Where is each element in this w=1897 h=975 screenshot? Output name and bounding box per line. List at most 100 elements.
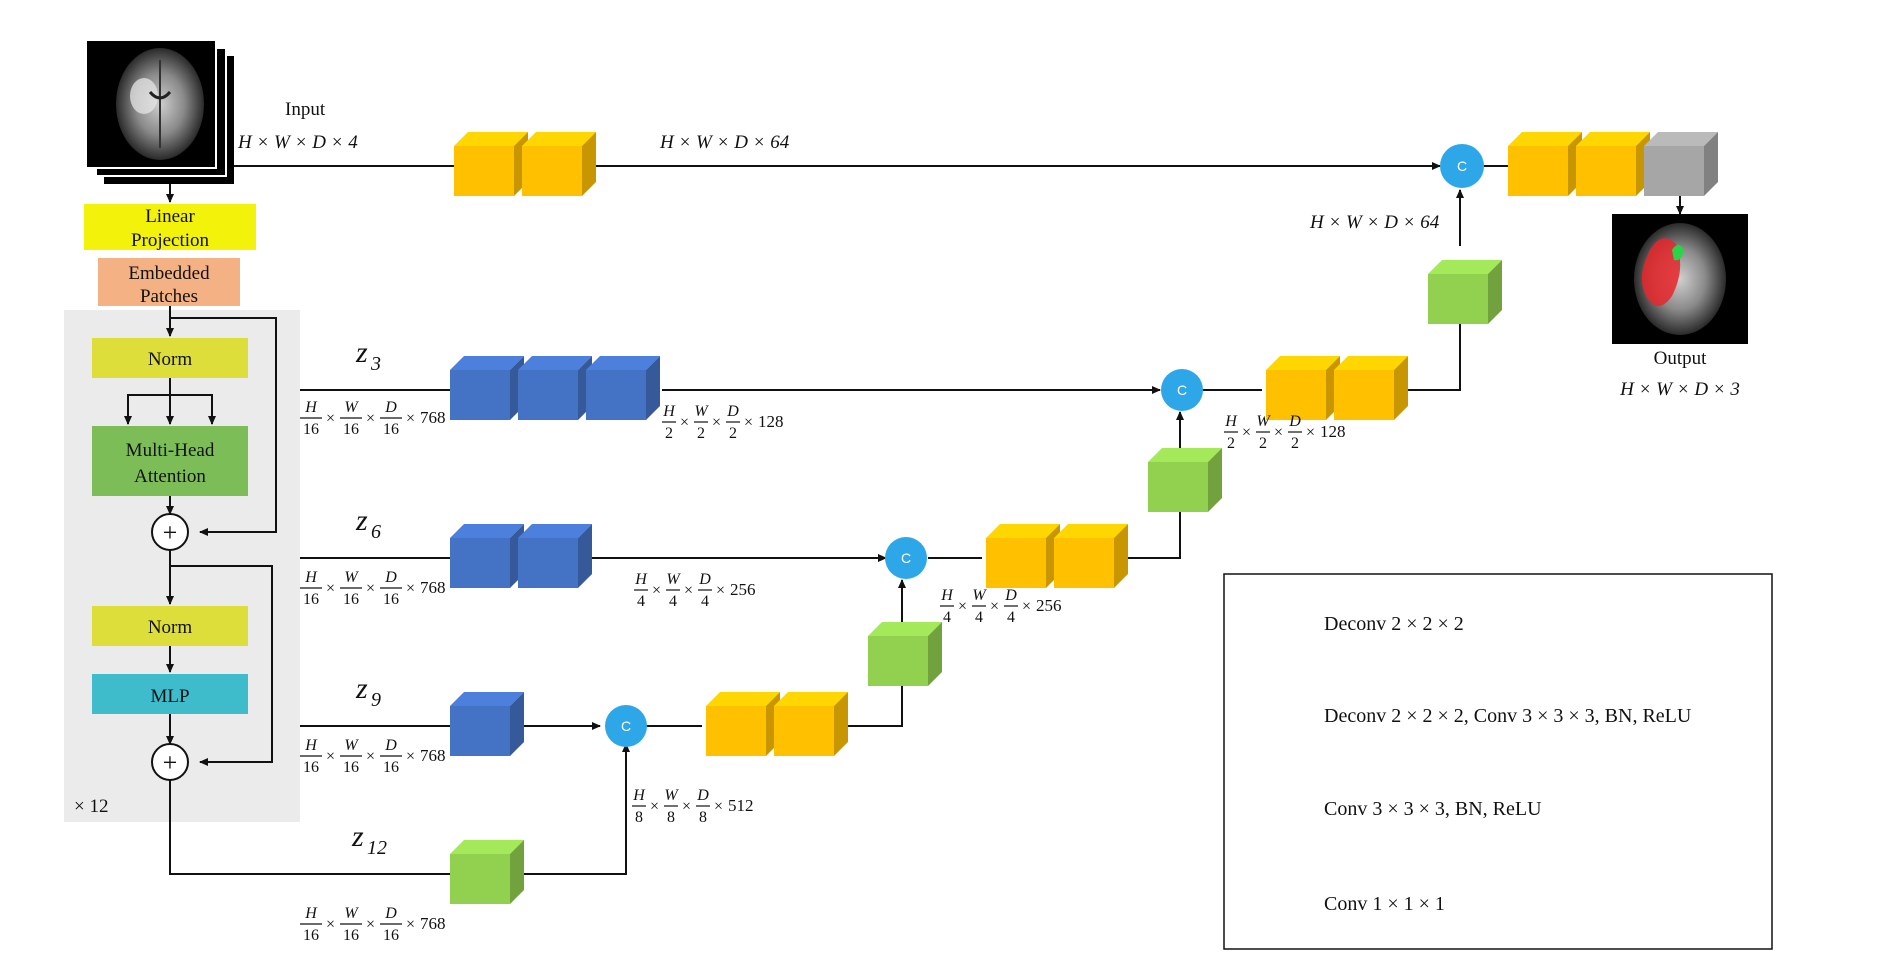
svg-text:×: ×: [366, 748, 375, 765]
yellow-conv-block: [1054, 524, 1128, 588]
svg-text:4: 4: [943, 609, 951, 626]
svg-text:z: z: [351, 820, 364, 853]
svg-text:W: W: [1256, 413, 1271, 430]
svg-text:H: H: [304, 737, 318, 754]
svg-text:C: C: [1177, 382, 1187, 398]
svg-text:W: W: [344, 399, 359, 416]
svg-text:9: 9: [371, 689, 381, 711]
svg-text:×: ×: [366, 580, 375, 597]
blue-deconv-conv-block: [450, 524, 524, 588]
svg-text:D: D: [384, 737, 397, 754]
yellow-conv-block: [522, 132, 596, 196]
svg-text:768: 768: [420, 578, 446, 597]
svg-text:×: ×: [366, 410, 375, 427]
svg-text:×: ×: [326, 916, 335, 933]
svg-text:×: ×: [406, 916, 415, 933]
frac-label-z6-in: H16×W16×D16×768: [300, 569, 446, 608]
svg-text:2: 2: [1259, 435, 1267, 452]
input-label: Input: [285, 99, 326, 120]
svg-text:H: H: [1224, 413, 1238, 430]
svg-text:W: W: [344, 737, 359, 754]
frac-label-z3-out: H2×W2×D2×128: [662, 403, 784, 442]
frac-label-z9-in: H16×W16×D16×768: [300, 737, 446, 776]
legend-label-deconv-conv: Deconv 2 × 2 × 2, Conv 3 × 3 × 3, BN, Re…: [1324, 705, 1692, 727]
gray-conv1x1-block: [1644, 132, 1718, 196]
svg-text:W: W: [972, 587, 987, 604]
svg-text:256: 256: [1036, 596, 1062, 615]
svg-text:C: C: [901, 550, 911, 566]
svg-text:2: 2: [729, 425, 737, 442]
embedded-patches-box: [98, 258, 240, 306]
linear-projection-line1: Linear: [145, 206, 195, 227]
svg-text:8: 8: [667, 809, 675, 826]
frac-label-z6-out: H4×W4×D4×256: [634, 571, 756, 610]
yellow-conv-block: [774, 692, 848, 756]
svg-text:D: D: [1004, 587, 1017, 604]
z9-label: z 9: [355, 672, 381, 711]
blue-deconv-conv-block: [518, 356, 592, 420]
concat-node-z9: C: [605, 705, 647, 747]
svg-text:W: W: [694, 403, 709, 420]
svg-text:z: z: [355, 672, 368, 705]
add-symbol-2: +: [163, 748, 178, 777]
svg-text:2: 2: [1291, 435, 1299, 452]
blue-deconv-conv-block: [450, 356, 524, 420]
svg-text:×: ×: [650, 798, 659, 815]
svg-text:768: 768: [420, 408, 446, 427]
svg-text:16: 16: [343, 421, 359, 438]
svg-text:×: ×: [1274, 424, 1283, 441]
repeat-label: × 12: [74, 796, 108, 817]
input-dim: H × W × D × 4: [237, 132, 358, 153]
svg-text:4: 4: [701, 593, 709, 610]
svg-text:D: D: [726, 403, 739, 420]
green-deconv-block: [450, 840, 524, 904]
svg-text:H: H: [304, 569, 318, 586]
svg-text:16: 16: [383, 591, 399, 608]
svg-text:×: ×: [990, 598, 999, 615]
svg-text:16: 16: [343, 591, 359, 608]
top-dim-label: H × W × D × 64: [659, 132, 790, 153]
yellow-conv-block: [1334, 356, 1408, 420]
svg-text:×: ×: [652, 582, 661, 599]
svg-text:16: 16: [383, 759, 399, 776]
svg-text:C: C: [621, 718, 631, 734]
svg-text:16: 16: [383, 421, 399, 438]
svg-text:z: z: [355, 336, 368, 369]
svg-text:128: 128: [758, 412, 784, 431]
svg-text:768: 768: [420, 914, 446, 933]
z3-label: z 3: [355, 336, 381, 375]
svg-text:3: 3: [370, 353, 381, 375]
z6-label: z 6: [355, 504, 381, 543]
svg-text:16: 16: [303, 759, 319, 776]
svg-text:8: 8: [699, 809, 707, 826]
svg-text:×: ×: [1022, 598, 1031, 615]
svg-text:×: ×: [326, 748, 335, 765]
frac-label-z12-in: H16×W16×D16×768: [300, 905, 446, 944]
linear-projection-line2: Projection: [131, 230, 210, 251]
svg-text:×: ×: [716, 582, 725, 599]
right-dim-label: H × W × D × 64: [1309, 212, 1440, 233]
blue-deconv-conv-block: [586, 356, 660, 420]
svg-text:16: 16: [343, 759, 359, 776]
svg-text:C: C: [1457, 158, 1467, 174]
svg-text:H: H: [304, 905, 318, 922]
svg-text:D: D: [698, 571, 711, 588]
yellow-conv-block: [454, 132, 528, 196]
svg-text:D: D: [384, 569, 397, 586]
svg-text:4: 4: [975, 609, 983, 626]
yellow-conv-block: [1508, 132, 1582, 196]
svg-text:×: ×: [712, 414, 721, 431]
z12-label: z 12: [351, 820, 387, 859]
output-label: Output: [1654, 348, 1708, 369]
legend-label-conv1x1: Conv 1 × 1 × 1: [1324, 893, 1445, 915]
svg-text:2: 2: [1227, 435, 1235, 452]
norm-label-2: Norm: [148, 617, 193, 638]
svg-text:H: H: [632, 787, 646, 804]
multi-head-attention-box: [92, 426, 248, 496]
connection-lines: [169, 162, 1684, 875]
svg-text:H: H: [634, 571, 648, 588]
svg-text:×: ×: [684, 582, 693, 599]
concat-node-z3: C: [1161, 369, 1203, 411]
svg-text:16: 16: [383, 927, 399, 944]
